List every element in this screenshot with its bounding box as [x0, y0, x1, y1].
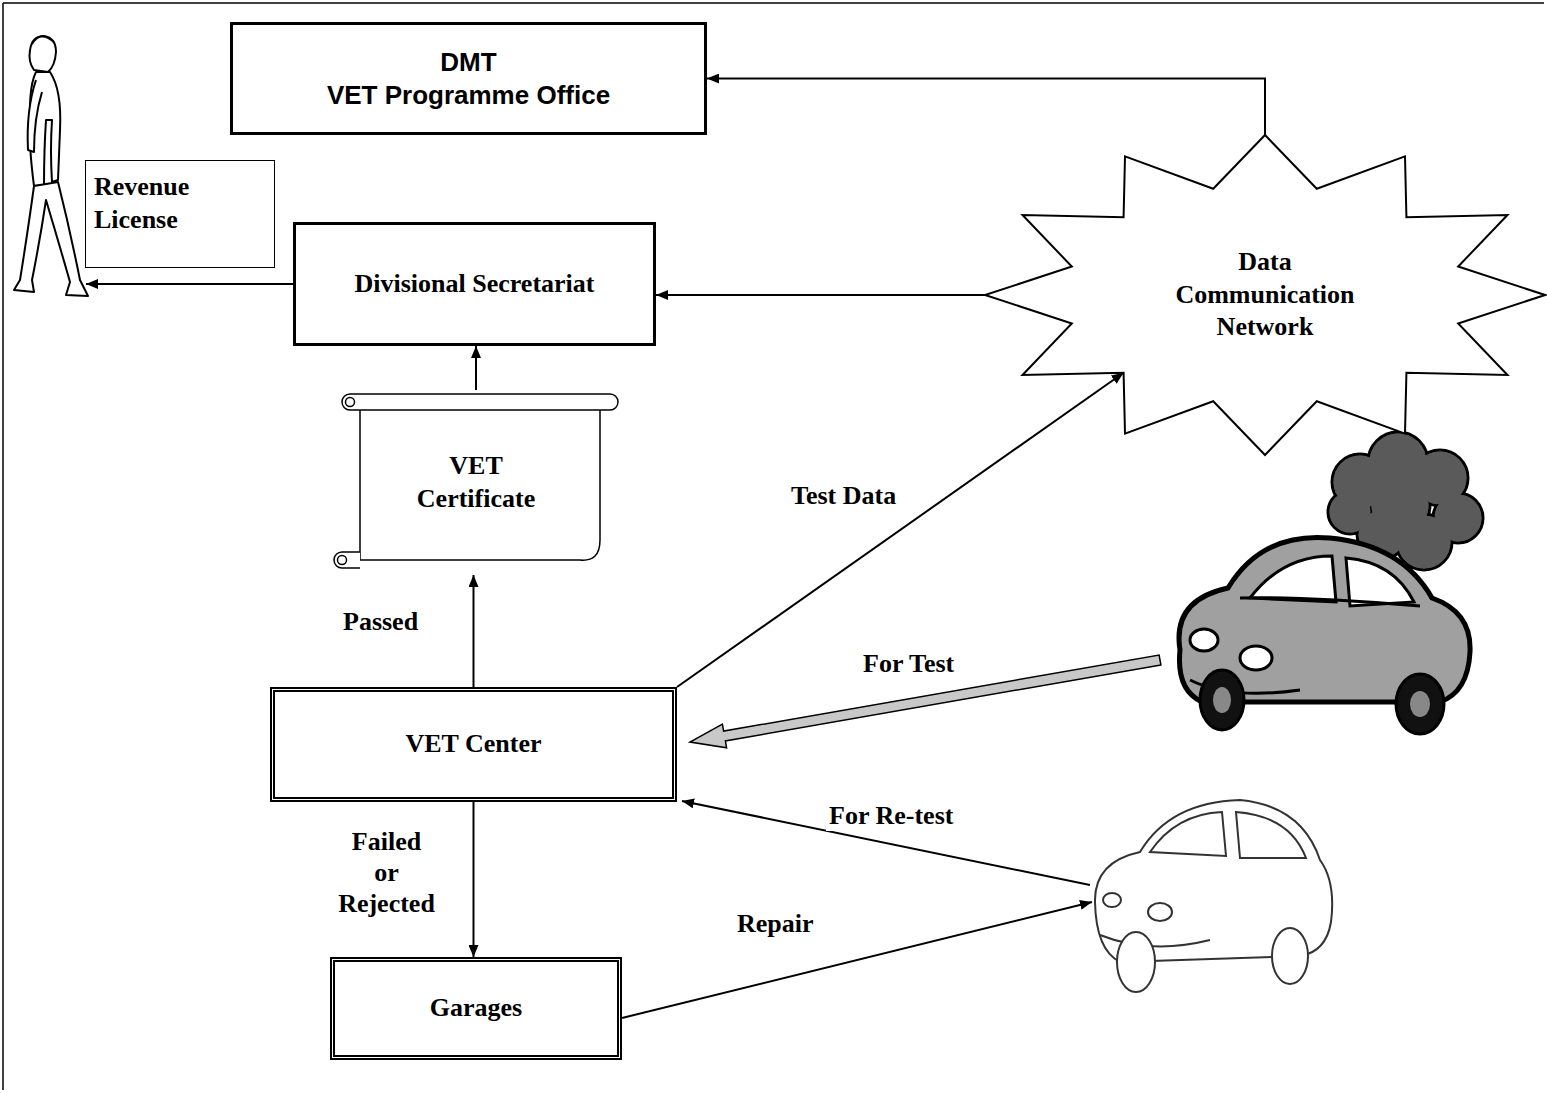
person-figure-part — [14, 182, 88, 296]
flow-arrow — [473, 802, 475, 957]
repaired-car-part — [1148, 903, 1172, 921]
flow-arrow — [677, 373, 1124, 687]
smoky-car — [1179, 432, 1483, 734]
scroll-bottom-roll — [334, 552, 360, 568]
node-text: VET Certificate — [394, 450, 559, 515]
repaired-car-part — [1100, 935, 1210, 946]
flow-arrow — [656, 294, 985, 296]
process-box: VET Center — [270, 687, 677, 802]
scroll-body — [360, 408, 600, 560]
node-text: Garages — [430, 992, 522, 1025]
person-figure-part — [30, 36, 57, 72]
arrow-label: Repair — [734, 908, 817, 939]
network-cloud: Data Communication Network — [985, 135, 1545, 455]
scroll-curl — [346, 398, 355, 407]
node-text: DMT — [440, 46, 496, 79]
page-border — [3, 3, 1544, 1090]
arrow-label: For Re-test — [826, 800, 956, 831]
page-border-part — [2, 3, 4, 1090]
person-figure-part — [32, 36, 54, 44]
repaired-car-part — [1117, 932, 1155, 992]
certificate-scroll: VET Certificate — [330, 390, 622, 575]
person-figure — [14, 36, 88, 296]
page-border-part — [3, 2, 1544, 4]
node-text: VET Center — [405, 728, 541, 761]
repaired-car-part — [1103, 893, 1121, 907]
starburst-outline — [985, 135, 1545, 455]
node-text: VET Programme Office — [327, 79, 610, 112]
process-box: Divisional Secretariat — [293, 222, 656, 346]
flow-arrow — [473, 575, 475, 687]
node-text: Data Communication Network — [1160, 246, 1370, 344]
flow-arrow — [707, 79, 1265, 136]
person-arrow-part — [86, 283, 293, 285]
scroll-top-roll — [342, 394, 618, 410]
smoky-car-part — [1190, 629, 1218, 651]
process-box: DMTVET Programme Office — [230, 22, 707, 135]
repaired-car-part — [1236, 812, 1306, 858]
node-text: Divisional Secretariat — [355, 268, 595, 301]
edge-label: Passed — [340, 606, 421, 637]
process-box: Revenue License — [85, 160, 275, 268]
smoky-car-part — [1240, 646, 1272, 670]
flow-arrow — [475, 346, 477, 390]
repaired-car — [1095, 800, 1332, 992]
smoky-car-part — [1200, 670, 1244, 730]
arrow-label: For Test — [860, 648, 957, 679]
node-text: Revenue License — [94, 171, 224, 236]
retest-arrow-part — [682, 801, 1090, 885]
edge-label: Test Data — [788, 480, 899, 511]
retest-arrow — [682, 801, 1090, 885]
smoky-car-part — [1250, 556, 1336, 602]
exhaust-smoke-part — [1330, 492, 1371, 533]
smoky-car-part — [1410, 691, 1430, 717]
scroll-outline — [334, 394, 618, 568]
smoky-car-part — [1240, 598, 1420, 606]
scroll-curl — [338, 556, 347, 565]
exhaust-smoke-part — [1372, 477, 1429, 534]
repaired-car-part — [1150, 812, 1226, 856]
process-box: Garages — [330, 957, 622, 1060]
smoky-car-part — [1346, 558, 1414, 606]
smoky-car-part — [1213, 687, 1231, 713]
repaired-car-part — [1272, 928, 1308, 984]
scroll-outline — [330, 390, 622, 575]
person-figure-part — [28, 80, 42, 152]
edge-label: Failed or Rejected — [316, 826, 457, 920]
repair-arrow — [622, 902, 1092, 1018]
smoky-car-part — [1396, 674, 1444, 734]
person-arrow — [86, 284, 293, 285]
repair-arrow-part — [622, 902, 1092, 1018]
